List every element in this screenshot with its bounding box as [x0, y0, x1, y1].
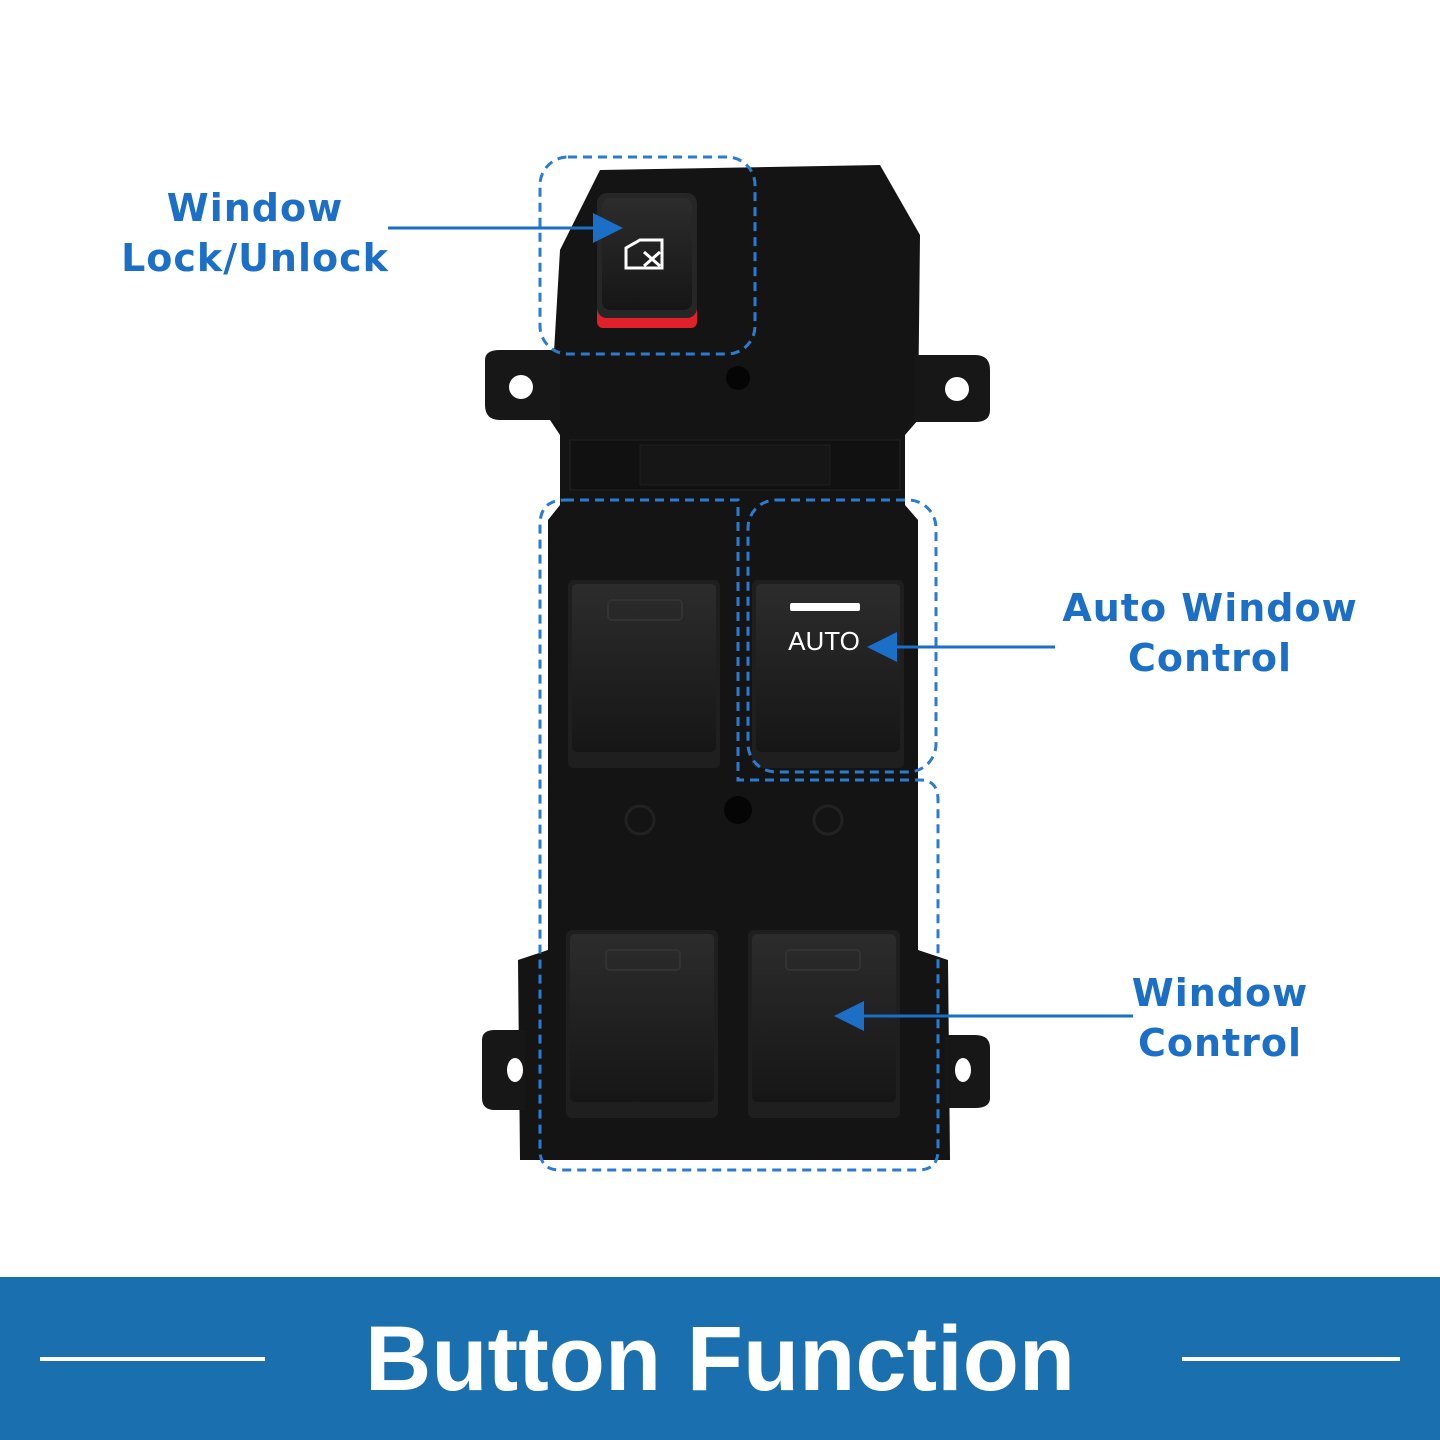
window-control-button-rear-left[interactable]	[566, 930, 718, 1118]
callout-line: Window	[166, 186, 344, 230]
callout-window-control: Window Control	[1110, 968, 1330, 1068]
window-control-button-front-left[interactable]	[568, 580, 720, 768]
window-lock-button[interactable]	[597, 193, 697, 328]
auto-label: AUTO	[788, 626, 860, 656]
callout-arrows	[388, 213, 1133, 1031]
callout-line: Control	[1127, 636, 1293, 680]
auto-window-button[interactable]: AUTO	[752, 580, 904, 768]
switch-body	[482, 165, 990, 1160]
window-highlight	[538, 498, 940, 1172]
callout-window-lock: Window Lock/Unlock	[110, 183, 400, 283]
auto-highlight	[746, 498, 938, 774]
window-switch-illustration: AUTO	[388, 155, 1133, 1172]
callout-auto-window-control: Auto Window Control	[1060, 583, 1360, 683]
banner-divider-right	[1182, 1357, 1400, 1361]
title-banner: Button Function	[0, 1277, 1440, 1440]
banner-divider-left	[40, 1357, 265, 1361]
window-lock-icon	[624, 238, 664, 270]
callout-line: Window	[1131, 971, 1309, 1015]
highlight-outlines	[538, 155, 940, 1172]
callout-line: Auto Window	[1062, 586, 1358, 630]
lock-highlight	[538, 155, 757, 356]
banner-title: Button Function	[364, 1308, 1076, 1410]
callout-line: Control	[1137, 1021, 1303, 1065]
window-control-button-rear-right[interactable]	[748, 930, 900, 1118]
callout-line: Lock/Unlock	[121, 236, 389, 280]
